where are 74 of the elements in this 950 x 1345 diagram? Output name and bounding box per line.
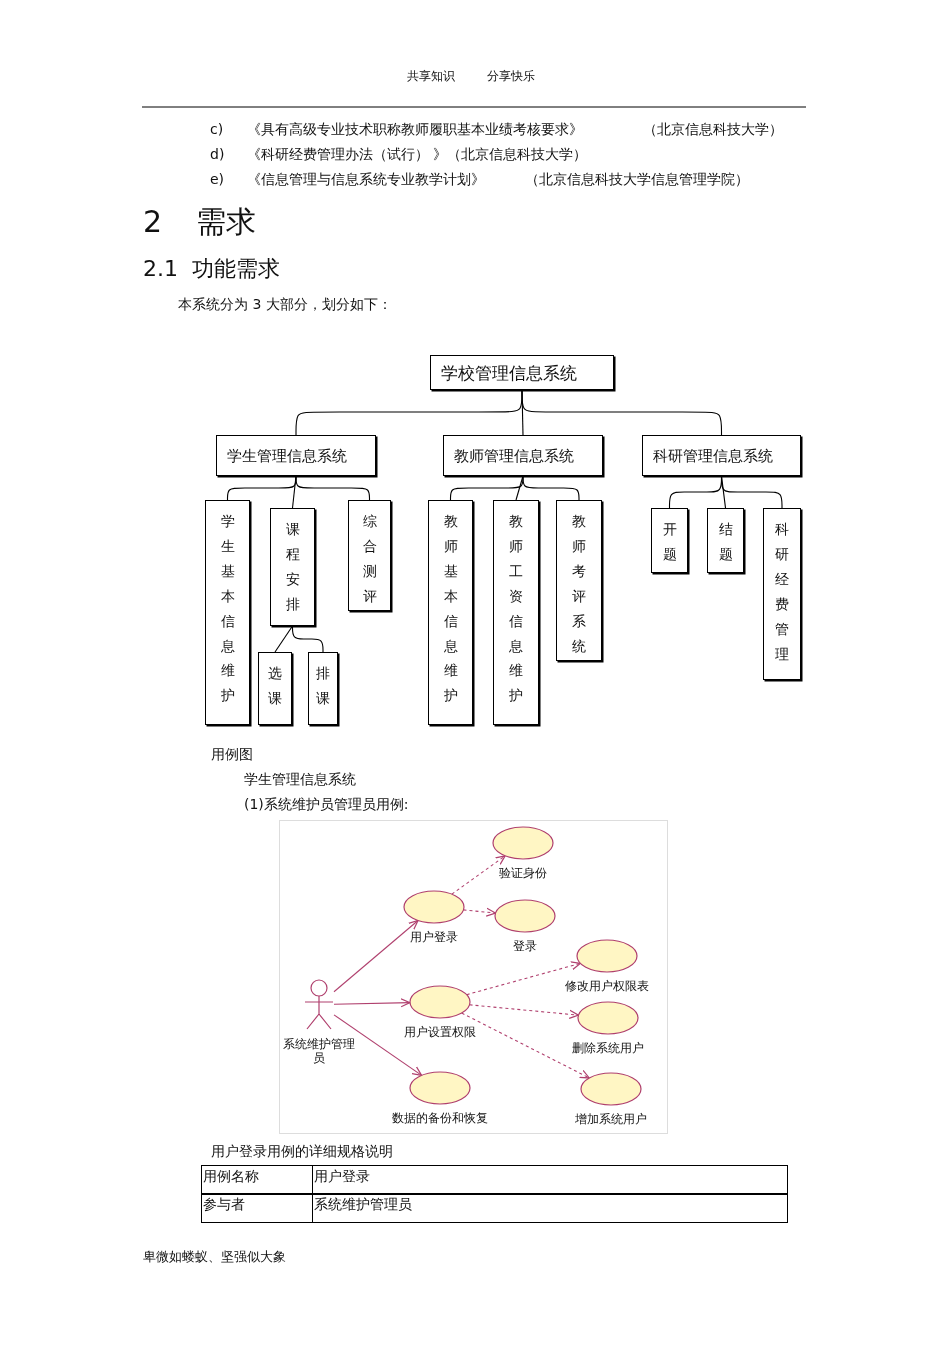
body-text: 本系统分为 3 大部分，划分如下：: [178, 295, 392, 313]
box-label: 排课: [316, 664, 330, 708]
connector-line: [291, 625, 324, 653]
system-box: [216, 435, 376, 476]
section-number: 2.1: [143, 255, 178, 283]
connector-line: [522, 475, 580, 501]
list-marker: e): [210, 170, 225, 188]
use-case-label: 删除系统用户: [571, 1041, 645, 1056]
module-box: [707, 508, 744, 573]
table-cell: 用户登录: [312, 1165, 788, 1195]
module-box: [258, 652, 292, 725]
table-cell: 参与者: [201, 1193, 313, 1223]
box-label: 结题: [718, 520, 733, 564]
association-arrow: [333, 919, 419, 993]
box-label: 学生管理信息系统: [227, 446, 347, 465]
connector-line: [521, 389, 723, 436]
box-label: 教师工资信息维护: [509, 512, 523, 706]
module-box: [348, 500, 391, 611]
table-cell: 系统维护管理员: [312, 1193, 788, 1223]
reference-title: 《具有高级专业技术职称教师履职基本业绩考核要求》: [247, 120, 583, 138]
use-case-label: 用户设置权限: [403, 1025, 477, 1040]
body-text: 学生管理信息系统: [244, 770, 356, 788]
reference-title: 《科研经费管理办法（试行） 》（北京信息科技大学）: [247, 145, 588, 163]
box-label: 课程安排: [285, 520, 300, 614]
header-text: 分享快乐: [487, 68, 535, 84]
body-text: 用户登录用例的详细规格说明: [211, 1142, 393, 1160]
association-arrow: [333, 1014, 423, 1076]
connector-line: [274, 625, 294, 653]
list-marker: c): [210, 120, 224, 138]
section-heading: 功能需求: [192, 255, 280, 283]
box-label: 选课: [268, 664, 282, 708]
actor-label: 系统维护管理员: [282, 1037, 356, 1066]
use-case-label: 数据的备份和恢复: [391, 1111, 489, 1126]
module-box: [651, 508, 688, 573]
section-heading: 需求: [196, 204, 256, 240]
box-label: 教师基本信息维护: [443, 512, 458, 706]
system-box: [430, 355, 614, 390]
reference-title: 《信息管理与信息系统专业教学计划》: [247, 170, 485, 188]
box-label: 学生基本信息维护: [220, 512, 235, 706]
list-marker: d): [210, 145, 225, 163]
module-box: [763, 508, 801, 680]
module-box: [428, 500, 473, 725]
box-label: 开题: [662, 520, 677, 564]
body-text: 用例图: [211, 745, 253, 763]
dependency-arrow: [451, 855, 506, 895]
box-label: 教师管理信息系统: [454, 446, 574, 465]
body-text: (1)系统维护员管理员用例:: [244, 795, 409, 813]
dependency-arrow: [461, 1012, 590, 1079]
use-case-label: 修改用户权限表: [564, 979, 650, 994]
box-label: 综合测评: [362, 512, 377, 606]
dependency-arrow: [466, 961, 581, 996]
box-label: 教师考评系统: [572, 512, 586, 656]
reference-source: （北京信息科技大学）: [643, 120, 783, 138]
use-case-label: 用户登录: [409, 930, 459, 945]
module-box: [308, 652, 338, 725]
association-arrow: [333, 998, 411, 1008]
box-label: 科研经费管理: [775, 520, 789, 664]
use-case-label: 登录: [512, 939, 538, 954]
module-box: [270, 508, 315, 626]
module-box: [205, 500, 250, 725]
use-case-label: 验证身份: [498, 866, 548, 881]
system-box: [443, 435, 603, 476]
section-number: 2: [143, 204, 163, 240]
connector-line: [720, 475, 783, 509]
reference-source: （北京信息科技大学信息管理学院）: [525, 170, 749, 188]
module-box: [493, 500, 539, 725]
footer-text: 卑微如蝼蚁、坚强似大象: [143, 1249, 286, 1265]
use-case-label: 增加系统用户: [574, 1112, 648, 1127]
table-cell: 用例名称: [201, 1165, 313, 1195]
system-box: [642, 435, 801, 476]
header-text: 共享知识: [407, 68, 455, 84]
box-label: 学校管理信息系统: [441, 361, 577, 384]
module-box: [556, 500, 602, 661]
box-label: 科研管理信息系统: [653, 446, 773, 465]
